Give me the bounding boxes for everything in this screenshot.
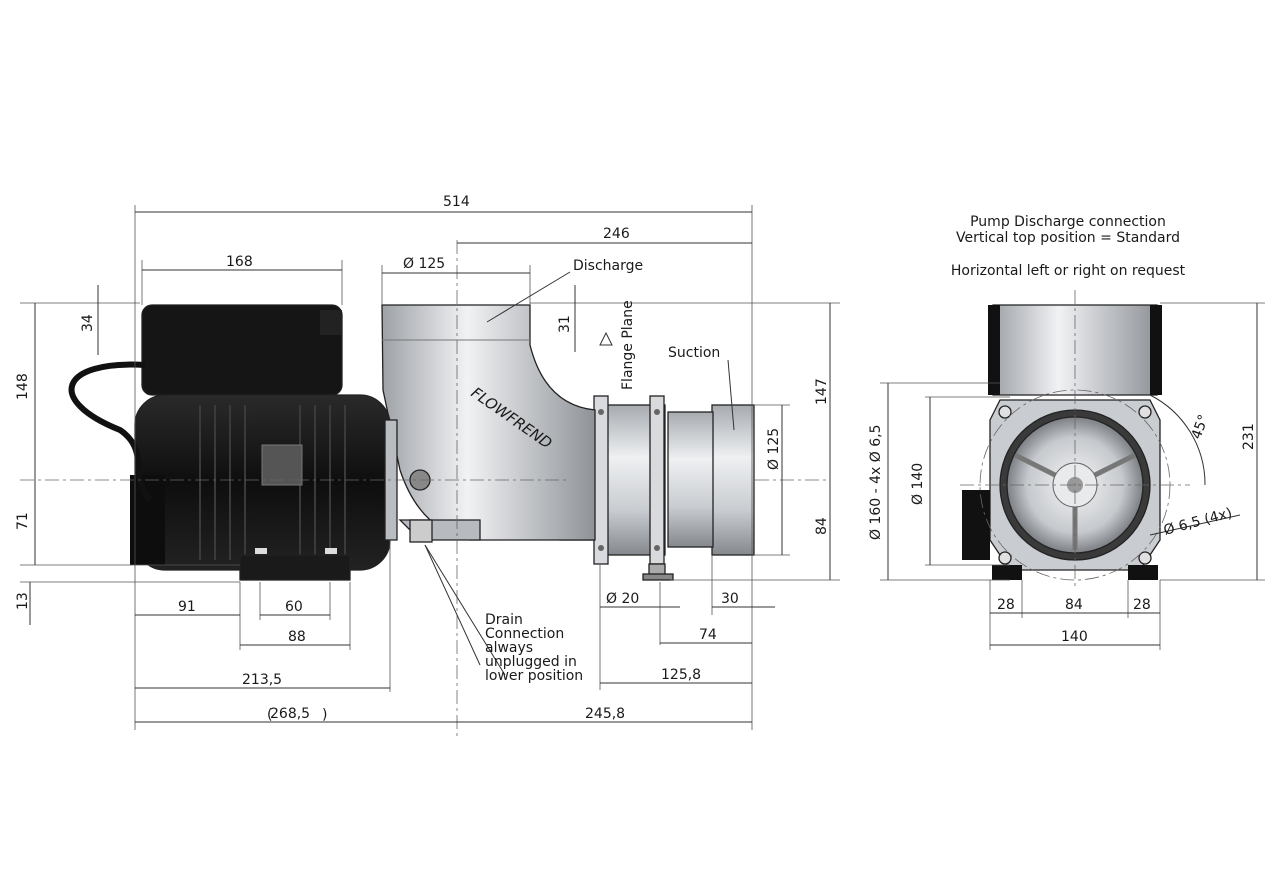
dim-foot-center: 84 (1065, 597, 1083, 613)
motor (68, 304, 398, 581)
dim-angle: 45° (1189, 413, 1213, 442)
dim-motor-height: 148 (15, 373, 31, 400)
front-view: Pump Discharge connection Vertical top p… (868, 214, 1265, 650)
dim-flange-distance: 125,8 (661, 667, 701, 683)
dim-flange-diameter: Ø 140 (910, 463, 926, 505)
front-note-line-1: Pump Discharge connection (970, 214, 1166, 230)
discharge-label: Discharge (573, 258, 643, 274)
dim-bolt-circle: Ø 160 - 4x Ø 6,5 (868, 424, 884, 540)
flange-plane-label: Flange Plane (620, 300, 636, 390)
suction-pipe (559, 404, 755, 556)
dim-hole-diameter: Ø 6,5 (4x) (1162, 505, 1234, 539)
svg-text:Drain: Drain (485, 612, 523, 628)
dim-foot-hole-spacing: 60 (285, 599, 303, 615)
svg-text:always: always (485, 640, 533, 656)
ref-bracket-left: ( (267, 707, 272, 723)
dim-motor-to-shaft: 213,5 (242, 672, 282, 688)
dim-suction-length: 30 (721, 591, 739, 607)
dim-flange-offset: 31 (557, 315, 573, 333)
dim-ref-length: 268,5 (270, 706, 310, 722)
svg-text:Connection: Connection (485, 626, 564, 642)
dim-foot-total: 140 (1061, 629, 1088, 645)
dim-overall-length: 514 (443, 194, 470, 210)
dim-overall-height: 231 (1241, 423, 1257, 450)
dim-total-height: 147 (814, 378, 830, 405)
dim-discharge-diameter: Ø 125 (403, 256, 445, 272)
ref-bracket-right: ) (322, 707, 327, 723)
datum-triangle (599, 331, 613, 346)
dim-pump-length: 246 (603, 226, 630, 242)
flanges (593, 395, 674, 581)
dim-foot-width: 88 (288, 629, 306, 645)
dim-drain-diameter: Ø 20 (606, 591, 639, 607)
cable-box (962, 490, 990, 560)
dim-suction-diameter: Ø 125 (766, 428, 782, 470)
pump-elbow: FLOWFREND (381, 304, 596, 541)
dim-foot-height: 13 (15, 592, 31, 610)
front-note-line-2: Vertical top position = Standard (956, 230, 1180, 246)
dim-box-height: 34 (80, 314, 96, 332)
dim-foot-right: 28 (1133, 597, 1151, 613)
dim-suction-center: 84 (814, 517, 830, 535)
side-view: FLOWFREND (15, 194, 840, 740)
dim-motor-box-length: 168 (226, 254, 253, 270)
drain-note: Drain Connection always unplugged in low… (485, 612, 583, 684)
suction-label: Suction (668, 345, 720, 361)
front-note-line-3: Horizontal left or right on request (951, 263, 1186, 279)
dim-pump-to-end: 245,8 (585, 706, 625, 722)
dim-shaft-height: 71 (15, 512, 31, 530)
dim-foot-offset: 91 (178, 599, 196, 615)
dim-foot-left: 28 (997, 597, 1015, 613)
dim-flange-to-end: 74 (699, 627, 717, 643)
svg-text:unplugged in: unplugged in (485, 654, 577, 670)
svg-text:lower position: lower position (485, 668, 583, 684)
